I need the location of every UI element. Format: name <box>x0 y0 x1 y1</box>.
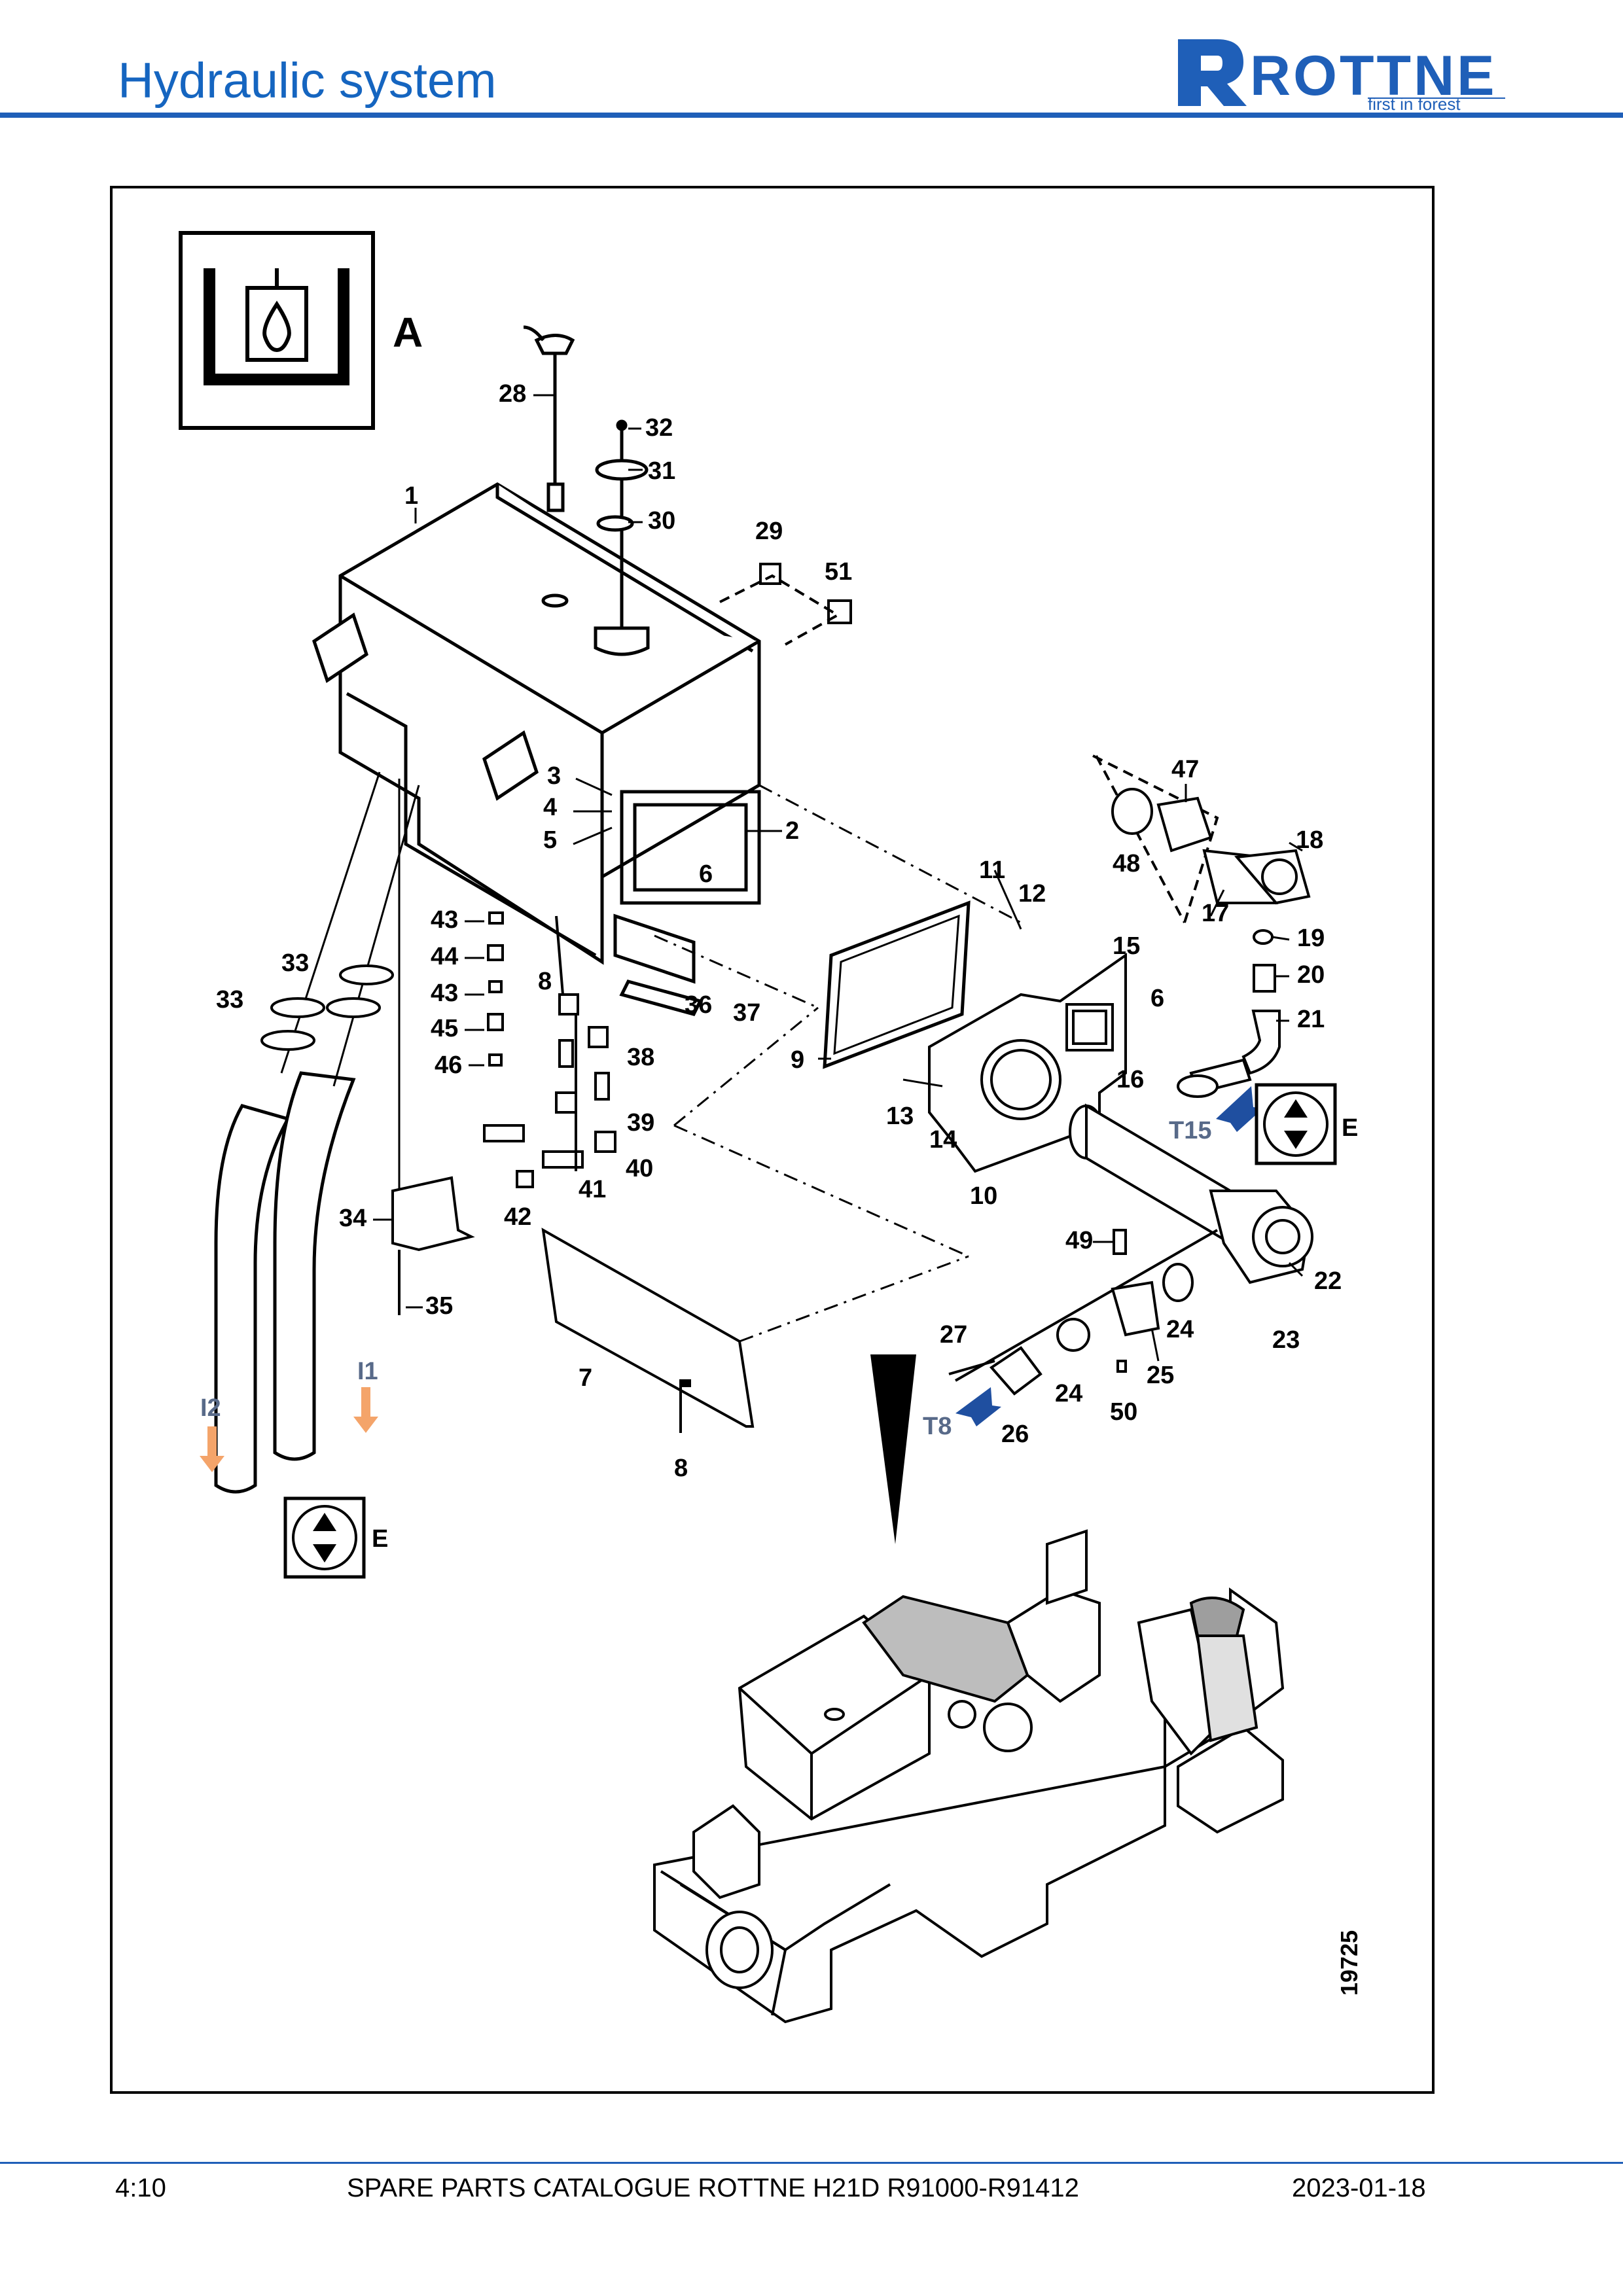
gasket <box>823 900 971 1069</box>
callout-22: 22 <box>1314 1267 1342 1295</box>
ref-t15: T15 <box>1169 1117 1211 1144</box>
callout-31: 31 <box>648 457 675 485</box>
callout-29: 29 <box>755 518 783 545</box>
view-letter-a: A <box>393 309 423 356</box>
callout-11: 11 <box>979 857 1005 884</box>
callout-39: 39 <box>627 1109 654 1137</box>
bracket <box>391 1176 475 1315</box>
callout-42: 42 <box>504 1203 531 1231</box>
callout-37: 37 <box>733 999 760 1027</box>
callout-16: 16 <box>1116 1066 1144 1093</box>
callout-5: 5 <box>543 826 557 854</box>
callout-24a: 24 <box>1166 1316 1194 1343</box>
flow-arrows-blue <box>955 1086 1263 1426</box>
callout-labels: 1 2 3 4 5 6 6 7 8 8 9 10 11 12 13 14 15 … <box>200 380 1358 1553</box>
page-title: Hydraulic system <box>118 53 497 109</box>
callout-27: 27 <box>940 1321 967 1349</box>
callout-30: 30 <box>648 507 675 535</box>
view-pointer <box>870 1354 916 1544</box>
callout-32: 32 <box>645 414 673 442</box>
footer-page-number: 4:10 <box>115 2174 166 2202</box>
return-filter <box>1092 754 1311 923</box>
callout-47: 47 <box>1171 756 1199 783</box>
callout-7: 7 <box>579 1364 592 1392</box>
ref-i1: I1 <box>357 1358 378 1385</box>
callout-34: 34 <box>339 1205 366 1232</box>
callout-8b: 8 <box>674 1455 688 1482</box>
callout-46: 46 <box>435 1051 462 1079</box>
ref-e-left: E <box>372 1525 388 1553</box>
callout-26: 26 <box>1001 1421 1029 1448</box>
callout-33b: 33 <box>216 986 243 1014</box>
figure-number: 19725 <box>1336 1930 1363 1996</box>
callout-33a: 33 <box>281 949 309 977</box>
hydraulic-tank-symbol-icon <box>179 231 375 430</box>
logo-wordmark: ROTTNE <box>1250 44 1497 107</box>
dipstick <box>523 325 575 608</box>
callout-38: 38 <box>627 1044 654 1071</box>
machine-overview <box>653 1529 1285 2024</box>
callout-24b: 24 <box>1055 1380 1082 1407</box>
callout-15: 15 <box>1113 932 1140 960</box>
dash-dot-lines <box>654 784 1022 1343</box>
rottne-logo: ROTTNE first in forest <box>1178 39 1505 111</box>
callout-12: 12 <box>1018 880 1046 908</box>
leader-lines <box>373 394 1304 1362</box>
cover-plate <box>541 1227 755 1433</box>
footer-rule <box>0 2162 1623 2164</box>
flow-arrows-orange <box>200 1387 378 1472</box>
callout-50: 50 <box>1110 1398 1137 1426</box>
fittings <box>483 911 616 1188</box>
callout-40: 40 <box>626 1155 653 1182</box>
filter-housing <box>1069 1103 1313 1284</box>
callout-13: 13 <box>886 1103 914 1130</box>
ref-t8: T8 <box>923 1413 952 1440</box>
breather-fittings <box>719 563 852 646</box>
callout-6a: 6 <box>699 860 713 888</box>
hose-clamps <box>260 964 394 1051</box>
footer-date: 2023-01-18 <box>1292 2174 1426 2202</box>
callout-20: 20 <box>1297 961 1325 989</box>
callout-35: 35 <box>425 1292 453 1320</box>
callout-23: 23 <box>1272 1326 1300 1354</box>
callout-8a: 8 <box>538 968 552 995</box>
ref-e-right: E <box>1342 1114 1358 1142</box>
callout-51: 51 <box>825 558 852 586</box>
callout-45: 45 <box>431 1015 458 1042</box>
ref-i2: I2 <box>200 1394 221 1422</box>
callout-36: 36 <box>685 991 712 1019</box>
filler-cap-parts <box>594 419 650 656</box>
hydraulic-tank <box>312 482 761 1016</box>
callout-25: 25 <box>1147 1362 1174 1389</box>
hose-fittings-right <box>1177 929 1281 1098</box>
logo-tagline: first in forest <box>1368 94 1461 111</box>
header-rule <box>0 113 1623 118</box>
callout-14: 14 <box>929 1126 957 1154</box>
callout-48: 48 <box>1113 850 1140 877</box>
callout-41: 41 <box>579 1176 606 1203</box>
callout-4: 4 <box>543 794 557 821</box>
suction-hoses <box>214 771 420 1494</box>
callout-3: 3 <box>547 762 561 790</box>
callout-9: 9 <box>791 1046 804 1074</box>
callout-43b: 43 <box>431 980 458 1007</box>
callout-43a: 43 <box>431 906 458 934</box>
callout-17: 17 <box>1202 900 1229 927</box>
callout-6b: 6 <box>1150 985 1164 1012</box>
callout-2: 2 <box>785 817 799 845</box>
reference-symbol-e-right <box>1255 1083 1337 1165</box>
callout-19: 19 <box>1297 925 1325 952</box>
callout-28: 28 <box>499 380 526 408</box>
callout-44: 44 <box>431 943 458 970</box>
callout-1: 1 <box>404 482 418 510</box>
reference-symbol-e-left <box>283 1496 366 1579</box>
footer-catalogue-title: SPARE PARTS CATALOGUE ROTTNE H21D R91000… <box>347 2174 1079 2202</box>
callout-49: 49 <box>1065 1227 1093 1254</box>
callout-10: 10 <box>970 1182 997 1210</box>
callout-21: 21 <box>1297 1006 1325 1033</box>
diagram-frame <box>110 186 1435 2094</box>
filter-mount-parts <box>948 1229 1218 1396</box>
logo-mark-icon <box>1178 39 1247 106</box>
